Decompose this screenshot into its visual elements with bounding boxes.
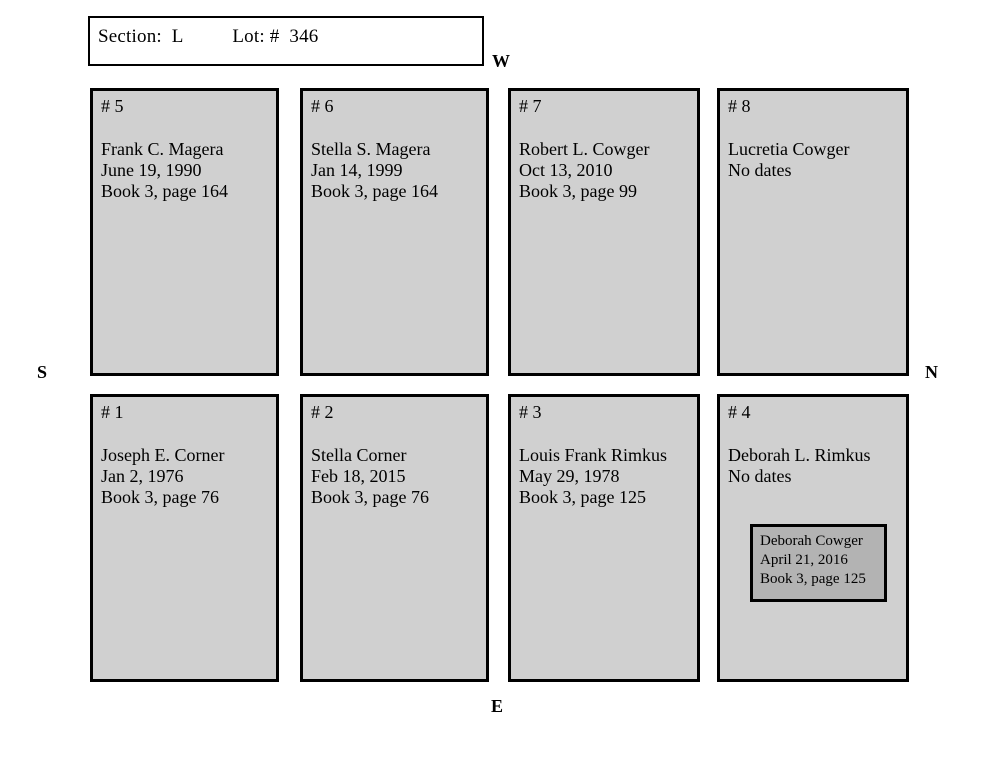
plot-number-3: # 3 [519, 402, 542, 422]
plot-reference-3: Book 3, page 125 [519, 487, 646, 507]
plot-date-6: Jan 14, 1999 [311, 160, 403, 180]
plot-number-7: # 7 [519, 96, 542, 116]
plot-cell-6[interactable]: # 6 Stella S. Magera Jan 14, 1999 Book 3… [300, 88, 489, 376]
plot-cell-1[interactable]: # 1 Joseph E. Corner Jan 2, 1976 Book 3,… [90, 394, 279, 682]
plot-details-1: Joseph E. Corner Jan 2, 1976 Book 3, pag… [101, 445, 224, 508]
plot-name-4: Deborah L. Rimkus [728, 445, 871, 465]
inner-marker-details: Deborah Cowger April 21, 2016 Book 3, pa… [760, 532, 866, 589]
plot-details-8: Lucretia Cowger No dates [728, 139, 849, 181]
plot-date-3: May 29, 1978 [519, 466, 620, 486]
plot-number-4: # 4 [728, 402, 751, 422]
plot-name-8: Lucretia Cowger [728, 139, 850, 159]
plot-name-6: Stella S. Magera [311, 139, 431, 159]
plot-name-2: Stella Corner [311, 445, 407, 465]
plot-cell-3[interactable]: # 3 Louis Frank Rimkus May 29, 1978 Book… [508, 394, 700, 682]
plot-number-1: # 1 [101, 402, 124, 422]
plot-reference-6: Book 3, page 164 [311, 181, 438, 201]
plot-date-2: Feb 18, 2015 [311, 466, 406, 486]
inner-marker-name: Deborah Cowger [760, 533, 863, 549]
plot-cell-2[interactable]: # 2 Stella Corner Feb 18, 2015 Book 3, p… [300, 394, 489, 682]
plot-reference-7: Book 3, page 99 [519, 181, 637, 201]
section-lot-header-box: Section: L Lot: # 346 [88, 16, 484, 66]
inner-marker-reference: Book 3, page 125 [760, 571, 866, 587]
plot-date-5: June 19, 1990 [101, 160, 202, 180]
plot-date-7: Oct 13, 2010 [519, 160, 613, 180]
compass-label-east: E [491, 696, 504, 716]
compass-label-south: S [37, 362, 48, 382]
plot-details-2: Stella Corner Feb 18, 2015 Book 3, page … [311, 445, 429, 508]
plot-number-8: # 8 [728, 96, 751, 116]
plot-details-3: Louis Frank Rimkus May 29, 1978 Book 3, … [519, 445, 667, 508]
plot-number-2: # 2 [311, 402, 334, 422]
plot-name-1: Joseph E. Corner [101, 445, 225, 465]
plot-name-5: Frank C. Magera [101, 139, 224, 159]
plot-number-5: # 5 [101, 96, 124, 116]
plot-cell-8[interactable]: # 8 Lucretia Cowger No dates [717, 88, 909, 376]
inner-marker-date: April 21, 2016 [760, 552, 848, 568]
compass-label-north: N [925, 362, 938, 382]
plot-reference-1: Book 3, page 76 [101, 487, 219, 507]
plot-cell-5[interactable]: # 5 Frank C. Magera June 19, 1990 Book 3… [90, 88, 279, 376]
plot-details-4: Deborah L. Rimkus No dates [728, 445, 870, 487]
plot-cell-7[interactable]: # 7 Robert L. Cowger Oct 13, 2010 Book 3… [508, 88, 700, 376]
plot-details-7: Robert L. Cowger Oct 13, 2010 Book 3, pa… [519, 139, 649, 202]
plot-name-3: Louis Frank Rimkus [519, 445, 668, 465]
plot-date-8: No dates [728, 160, 792, 180]
plot-name-7: Robert L. Cowger [519, 139, 650, 159]
plot-details-5: Frank C. Magera June 19, 1990 Book 3, pa… [101, 139, 228, 202]
plot-date-4: No dates [728, 466, 792, 486]
compass-label-west: W [492, 51, 510, 71]
plot-date-1: Jan 2, 1976 [101, 466, 184, 486]
section-lot-label: Section: L Lot: # 346 [98, 26, 319, 47]
plot-reference-2: Book 3, page 76 [311, 487, 429, 507]
plot-reference-5: Book 3, page 164 [101, 181, 228, 201]
inner-marker-box-deborah-cowger[interactable]: Deborah Cowger April 21, 2016 Book 3, pa… [750, 524, 887, 602]
plot-details-6: Stella S. Magera Jan 14, 1999 Book 3, pa… [311, 139, 438, 202]
plot-number-6: # 6 [311, 96, 334, 116]
